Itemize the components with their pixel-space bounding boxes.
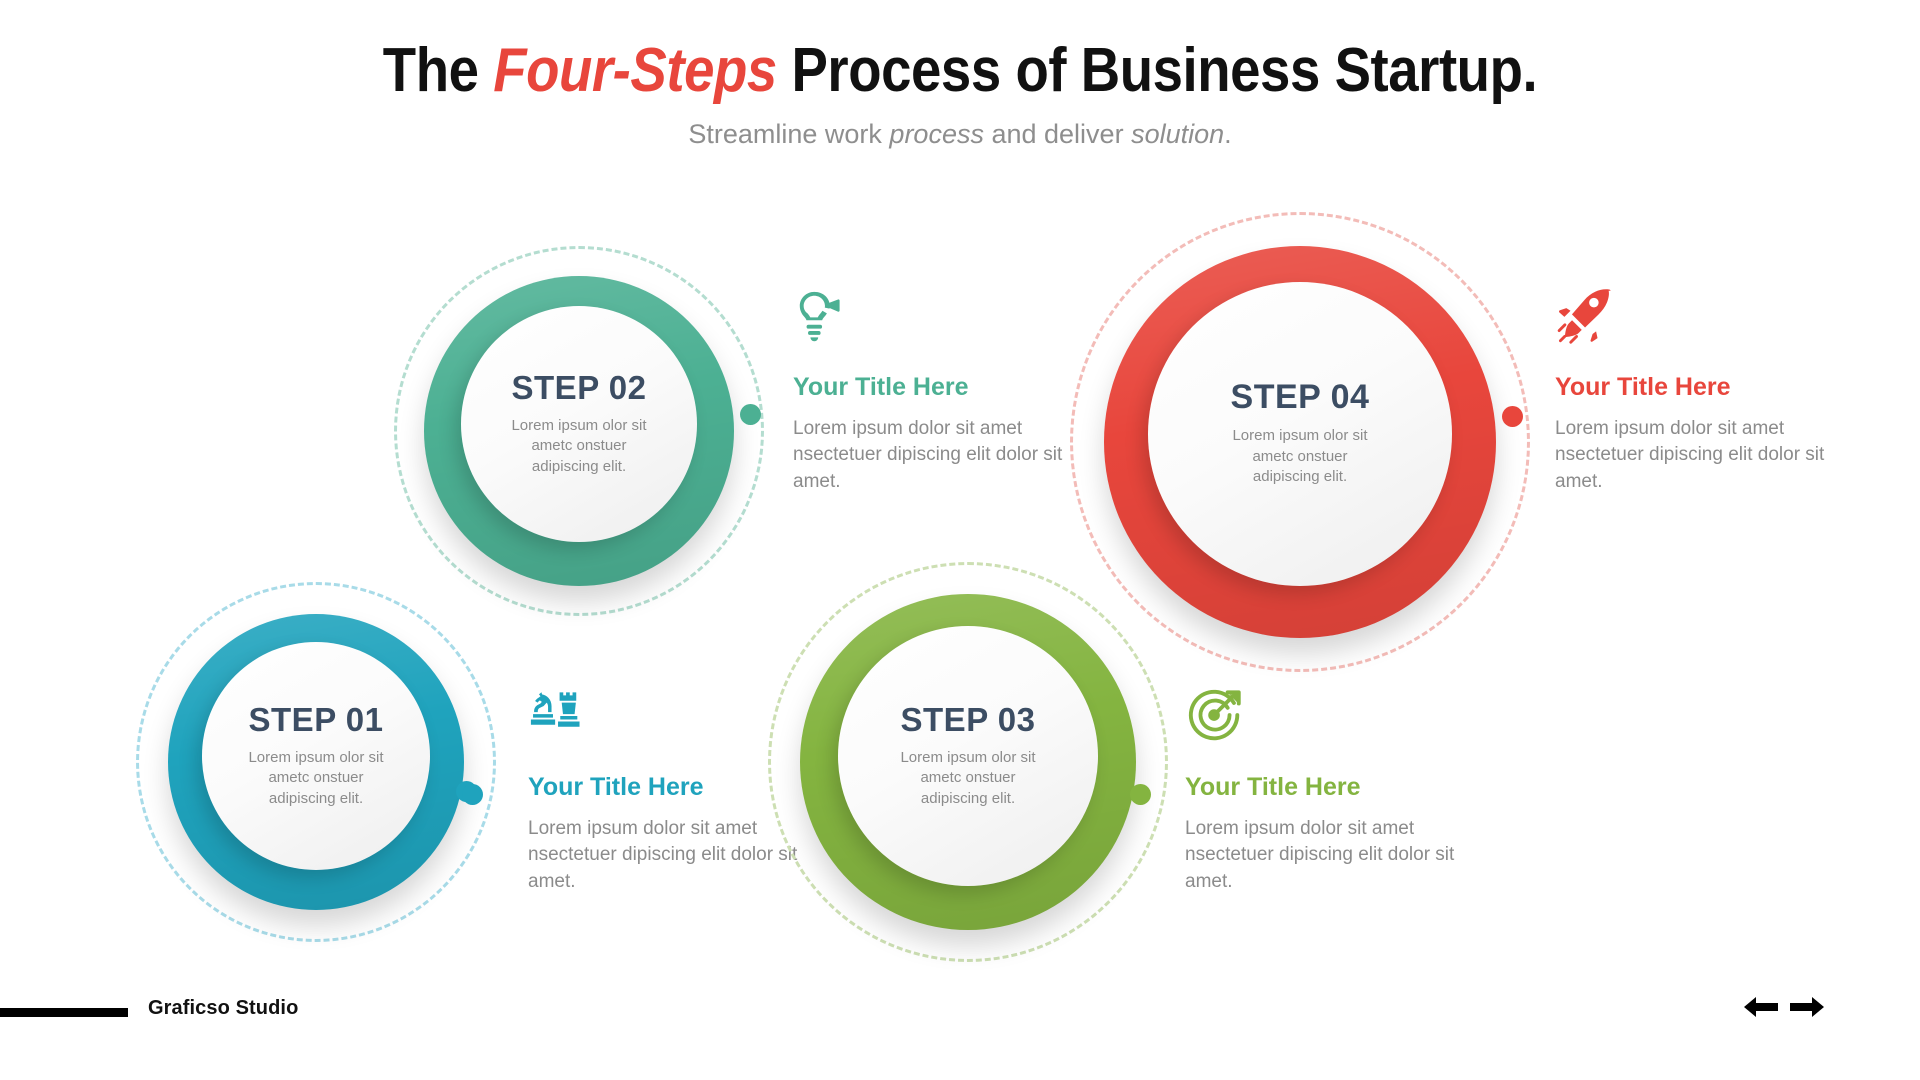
footer-brand-label: Graficso Studio (148, 997, 299, 1019)
step-2-info-block: Your Title Here Lorem ipsum dolor sit am… (793, 286, 1083, 496)
arrow-right-icon[interactable] (1790, 996, 1824, 1018)
title-part-2: Process of Business Startup. (776, 36, 1538, 105)
step-node-2[interactable]: STEP 02 Lorem ipsum olor sit ametc onstu… (394, 246, 764, 616)
step-2-info-title: Your Title Here (793, 373, 969, 401)
step-1-label: STEP 01 (248, 700, 384, 738)
subtitle-part-1: Streamline work (688, 119, 890, 150)
step-4-inner-circle: STEP 04 Lorem ipsum olor sit ametc onstu… (1148, 282, 1452, 586)
step-2-description: Lorem ipsum olor sit ametc onstuer adipi… (511, 416, 647, 475)
step-3-info-title: Your Title Here (1185, 773, 1361, 801)
footer-accent-bar (0, 1008, 128, 1017)
title-part-1: The (382, 36, 494, 105)
arrow-left-icon[interactable] (1744, 996, 1778, 1018)
step-3-description: Lorem ipsum olor sit ametc onstuer adipi… (900, 748, 1036, 807)
step-2-dashed-ring (394, 246, 764, 616)
target-arrow-icon (1185, 686, 1475, 748)
step-2-info-body: Lorem ipsum dolor sit amet nsectetuer di… (793, 417, 1063, 493)
step-1-dashed-ring (136, 582, 496, 942)
step-1-inner-circle: STEP 01 Lorem ipsum olor sit ametc onstu… (202, 642, 430, 870)
subtitle-italic-1: process (889, 119, 984, 150)
subtitle-italic-2: solution (1131, 119, 1225, 150)
step-4-dashed-ring (1070, 212, 1530, 672)
step-1-info-block: Your Title Here Lorem ipsum dolor sit am… (528, 686, 818, 896)
step-3-label: STEP 03 (900, 700, 1036, 738)
slide-navigation[interactable] (1744, 996, 1824, 1018)
step-node-1[interactable]: STEP 01 Lorem ipsum olor sit ametc onstu… (136, 582, 496, 942)
step-node-4[interactable]: STEP 04 Lorem ipsum olor sit ametc onstu… (1070, 212, 1530, 672)
subtitle-part-3: . (1224, 119, 1232, 150)
step-4-description: Lorem ipsum olor sit ametc onstuer adipi… (1232, 427, 1368, 486)
step-4-info-title: Your Title Here (1555, 373, 1731, 401)
step-1-info-title: Your Title Here (528, 773, 704, 801)
step-node-3[interactable]: STEP 03 Lorem ipsum olor sit ametc onstu… (768, 562, 1168, 962)
step-4-connector-dot (1502, 406, 1523, 427)
rocket-icon (1555, 286, 1845, 348)
step-1-description: Lorem ipsum olor sit ametc onstuer adipi… (248, 748, 384, 807)
step-3-info-block: Your Title Here Lorem ipsum dolor sit am… (1185, 686, 1475, 896)
step-4-info-block: Your Title Here Lorem ipsum dolor sit am… (1555, 286, 1845, 496)
chess-pieces-icon (528, 686, 818, 748)
step-2-inner-circle: STEP 02 Lorem ipsum olor sit ametc onstu… (461, 306, 697, 542)
step-3-dashed-ring (768, 562, 1168, 962)
page-subtitle: Streamline work process and deliver solu… (0, 119, 1920, 150)
step-3-inner-circle: STEP 03 Lorem ipsum olor sit ametc onstu… (838, 626, 1098, 886)
step-1-connector-dot-anchor (462, 784, 483, 805)
step-2-connector-dot (740, 404, 761, 425)
step-3-info-body: Lorem ipsum dolor sit amet nsectetuer di… (1185, 817, 1455, 893)
step-4-label: STEP 04 (1230, 378, 1370, 417)
title-accent: Four-Steps (493, 36, 777, 105)
lightbulb-plug-icon (793, 286, 1083, 348)
slide-header: The Four-Steps Process of Business Start… (0, 38, 1920, 150)
step-2-label: STEP 02 (511, 368, 647, 406)
subtitle-part-2: and deliver (983, 119, 1132, 150)
step-1-info-body: Lorem ipsum dolor sit amet nsectetuer di… (528, 817, 798, 893)
page-title: The Four-Steps Process of Business Start… (115, 38, 1805, 103)
step-4-info-body: Lorem ipsum dolor sit amet nsectetuer di… (1555, 417, 1825, 493)
step-3-connector-dot (1130, 784, 1151, 805)
